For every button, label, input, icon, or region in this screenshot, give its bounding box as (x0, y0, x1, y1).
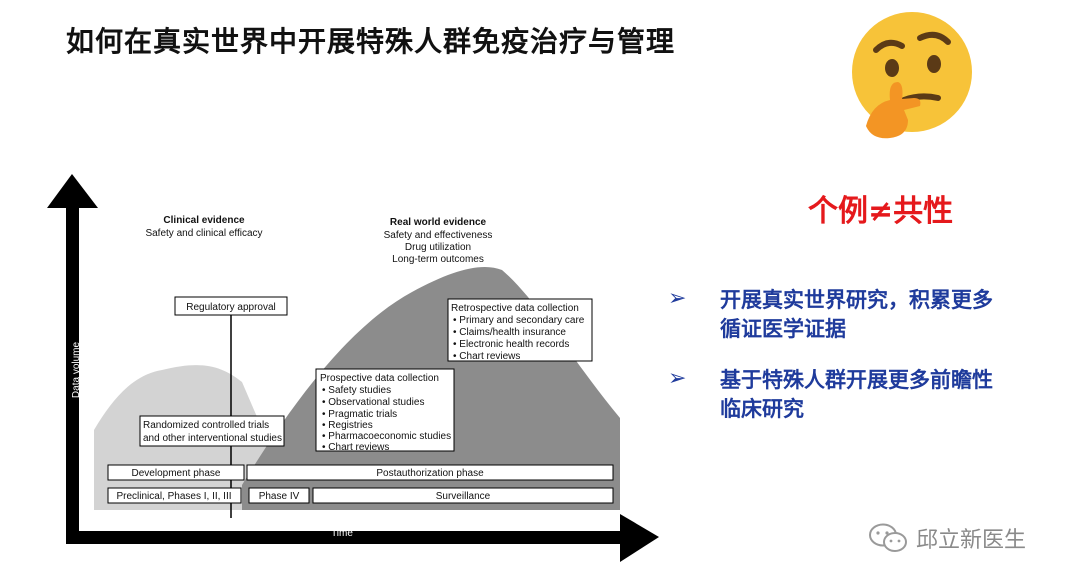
bullet-text: 开展真实世界研究，积累更多 循证医学证据 (720, 288, 993, 341)
bullet-item: ➢ 基于特殊人群开展更多前瞻性 临床研究 (664, 366, 1064, 424)
development-phase-label: Development phase (132, 468, 221, 479)
regulatory-approval-box (174, 296, 288, 316)
evidence-diagram: Data volume Time Clinical evidence Safet… (47, 174, 659, 562)
wechat-icon (869, 523, 907, 552)
arrow-bullet-icon: ➢ (668, 366, 687, 391)
retrospective-item: • Claims/health insurance (453, 327, 566, 338)
callout-text: 个例≠共性 (808, 194, 954, 229)
prospective-box (315, 368, 455, 452)
phase-iv-box (248, 487, 310, 504)
prospective-item: • Registries (322, 420, 373, 431)
y-axis-arrow (47, 174, 98, 208)
development-phase-box (107, 464, 245, 481)
preclinical-label: Preclinical, Phases I, II, III (116, 491, 231, 502)
x-axis (66, 531, 626, 544)
rct-box (139, 415, 285, 447)
retrospective-title: Retrospective data collection (451, 303, 579, 314)
postauthorization-phase-label: Postauthorization phase (376, 468, 484, 479)
clinical-evidence-sub: Safety and clinical efficacy (145, 228, 262, 239)
real-world-line: Drug utilization (405, 242, 471, 253)
prospective-title: Prospective data collection (320, 373, 439, 384)
surveillance-label: Surveillance (436, 491, 491, 502)
retrospective-item: • Chart reviews (453, 351, 520, 362)
preclinical-box (107, 487, 242, 504)
retrospective-item: • Electronic health records (453, 339, 569, 350)
y-axis-label: Data volume (71, 341, 82, 398)
phase-iv-label: Phase IV (259, 491, 300, 502)
bullet-item: ➢ 开展真实世界研究，积累更多 循证医学证据 (664, 286, 1064, 344)
regulatory-approval-label: Regulatory approval (186, 302, 276, 313)
postauthorization-phase-box (246, 464, 614, 481)
arrow-bullet-icon: ➢ (668, 286, 687, 311)
prospective-item: • Pharmacoeconomic studies (322, 431, 451, 442)
slide-title: 如何在真实世界中开展特殊人群免疫治疗与管理 (66, 25, 676, 58)
retrospective-item: • Primary and secondary care (453, 315, 585, 326)
surveillance-box (312, 487, 614, 504)
real-world-heading: Real world evidence (390, 217, 487, 228)
watermark: 邱立新医生 (868, 522, 1026, 554)
thinking-face-icon (852, 12, 972, 139)
clinical-evidence-heading: Clinical evidence (163, 215, 245, 226)
x-axis-label: Time (331, 528, 353, 539)
watermark-text: 邱立新医生 (916, 528, 1027, 553)
bullet-text: 基于特殊人群开展更多前瞻性 临床研究 (720, 368, 993, 421)
x-axis-arrow (620, 514, 659, 562)
bullet-list: ➢ 开展真实世界研究，积累更多 循证医学证据 ➢ 基于特殊人群开展更多前瞻性 临… (664, 286, 1064, 446)
rct-box-line: Randomized controlled trials (143, 420, 269, 431)
retrospective-box (447, 298, 593, 362)
rct-box-line: and other interventional studies (143, 433, 282, 444)
prospective-item: • Observational studies (322, 397, 424, 408)
prospective-item: • Safety studies (322, 385, 391, 396)
y-axis (66, 200, 79, 544)
prospective-item: • Chart reviews (322, 442, 389, 453)
prospective-item: • Pragmatic trials (322, 409, 397, 420)
real-world-line: Safety and effectiveness (384, 230, 493, 241)
real-world-line: Long-term outcomes (392, 254, 484, 265)
